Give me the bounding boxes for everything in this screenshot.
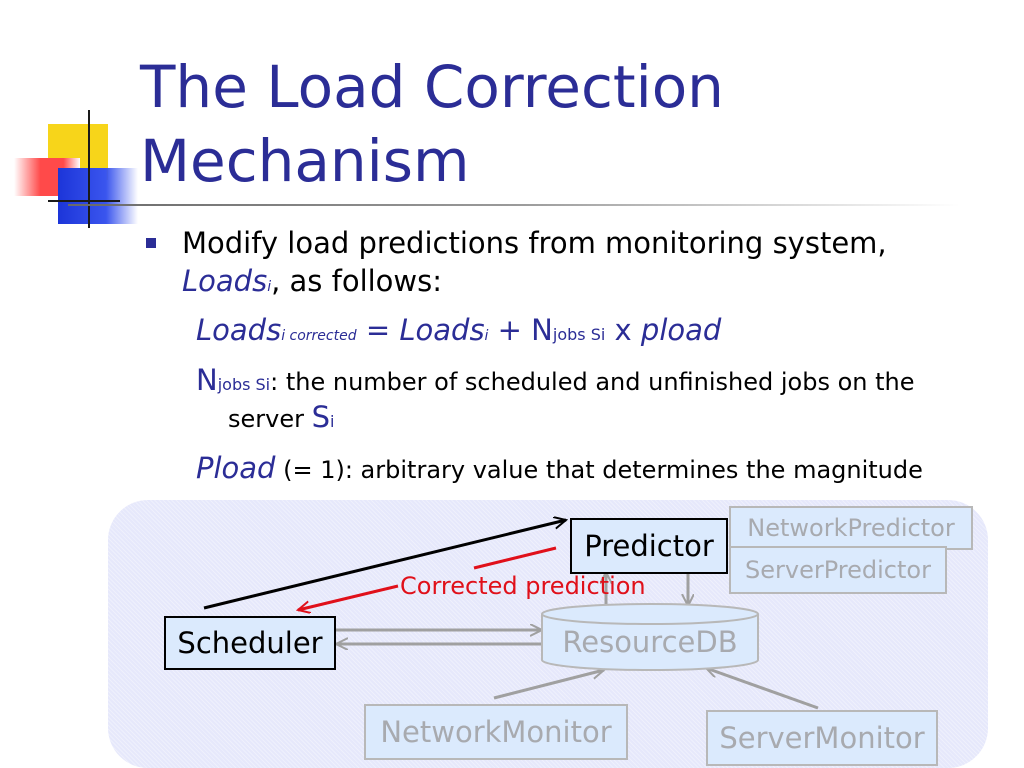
pload-name: Pload [196, 451, 276, 485]
formula-eq: = [356, 313, 400, 347]
logo-horizontal-line [48, 200, 120, 202]
bullet-line-2: Loadsi, as follows: [182, 262, 1002, 306]
pload-desc: : arbitrary value that determines the ma… [344, 456, 923, 484]
formula-lhs: Loads [196, 313, 282, 347]
network-monitor-box: NetworkMonitor [364, 704, 628, 760]
formula-rhs-sub: i [484, 328, 489, 344]
server-monitor-to-db-arrow [706, 668, 819, 710]
njobs-n: N [196, 363, 218, 397]
formula-plus-n: + N [488, 313, 553, 347]
resource-db-label: ResourceDB [562, 625, 738, 659]
formula: Loadsi corrected = Loadsi + Njobs Si x p… [196, 310, 721, 356]
formula-njobs-sub: jobs Si [552, 325, 606, 344]
corrected-arrow-segment-2 [298, 584, 399, 610]
formula-pload: pload [640, 313, 722, 347]
network-predictor-box: NetworkPredictor [729, 506, 973, 550]
formula-rhs-var: Loads [399, 313, 485, 347]
bullet-line-1: Modify load predictions from monitoring … [182, 226, 887, 260]
pload-paren: (= 1) [275, 456, 345, 484]
loads-sub: i [267, 279, 272, 295]
title-line-2: Mechanism [140, 127, 470, 195]
corrected-prediction-label: Corrected prediction [400, 572, 646, 600]
njobs-line-1: Njobs Si: the number of scheduled and un… [196, 364, 996, 401]
njobs-s-sub: i [330, 412, 335, 431]
bullet-line-2-rest: , as follows: [271, 264, 443, 298]
logo-blue-square [58, 168, 138, 224]
njobs-desc2: server [228, 405, 312, 433]
slide-title: The Load Correction Mechanism [140, 50, 1000, 198]
njobs-definition: Njobs Si: the number of scheduled and un… [196, 364, 996, 438]
logo-vertical-line [88, 110, 90, 228]
scheduler-to-predictor-arrow [203, 520, 566, 610]
network-monitor-to-db-arrow [493, 670, 604, 700]
predictor-box: Predictor [570, 518, 728, 574]
scheduler-box: Scheduler [164, 616, 336, 670]
resource-db-cylinder [541, 603, 759, 671]
bullet-text: Modify load predictions from monitoring … [182, 224, 1002, 306]
formula-times: x [605, 313, 641, 347]
bullet-marker [146, 238, 156, 248]
njobs-sub: jobs Si [217, 375, 271, 394]
corrected-arrow-segment-1 [473, 546, 557, 570]
server-monitor-box: ServerMonitor [706, 710, 938, 766]
njobs-desc: : the number of scheduled and unfinished… [270, 368, 915, 396]
title-divider [68, 204, 960, 206]
njobs-s: S [311, 400, 331, 434]
title-line-1: The Load Correction [140, 53, 724, 121]
pload-definition: Pload (= 1): arbitrary value that determ… [196, 452, 923, 486]
formula-lhs-sub: i corrected [281, 328, 357, 344]
njobs-line-2: server Si [196, 401, 996, 438]
server-predictor-box: ServerPredictor [729, 546, 947, 594]
loads-var: Loads [182, 264, 268, 298]
